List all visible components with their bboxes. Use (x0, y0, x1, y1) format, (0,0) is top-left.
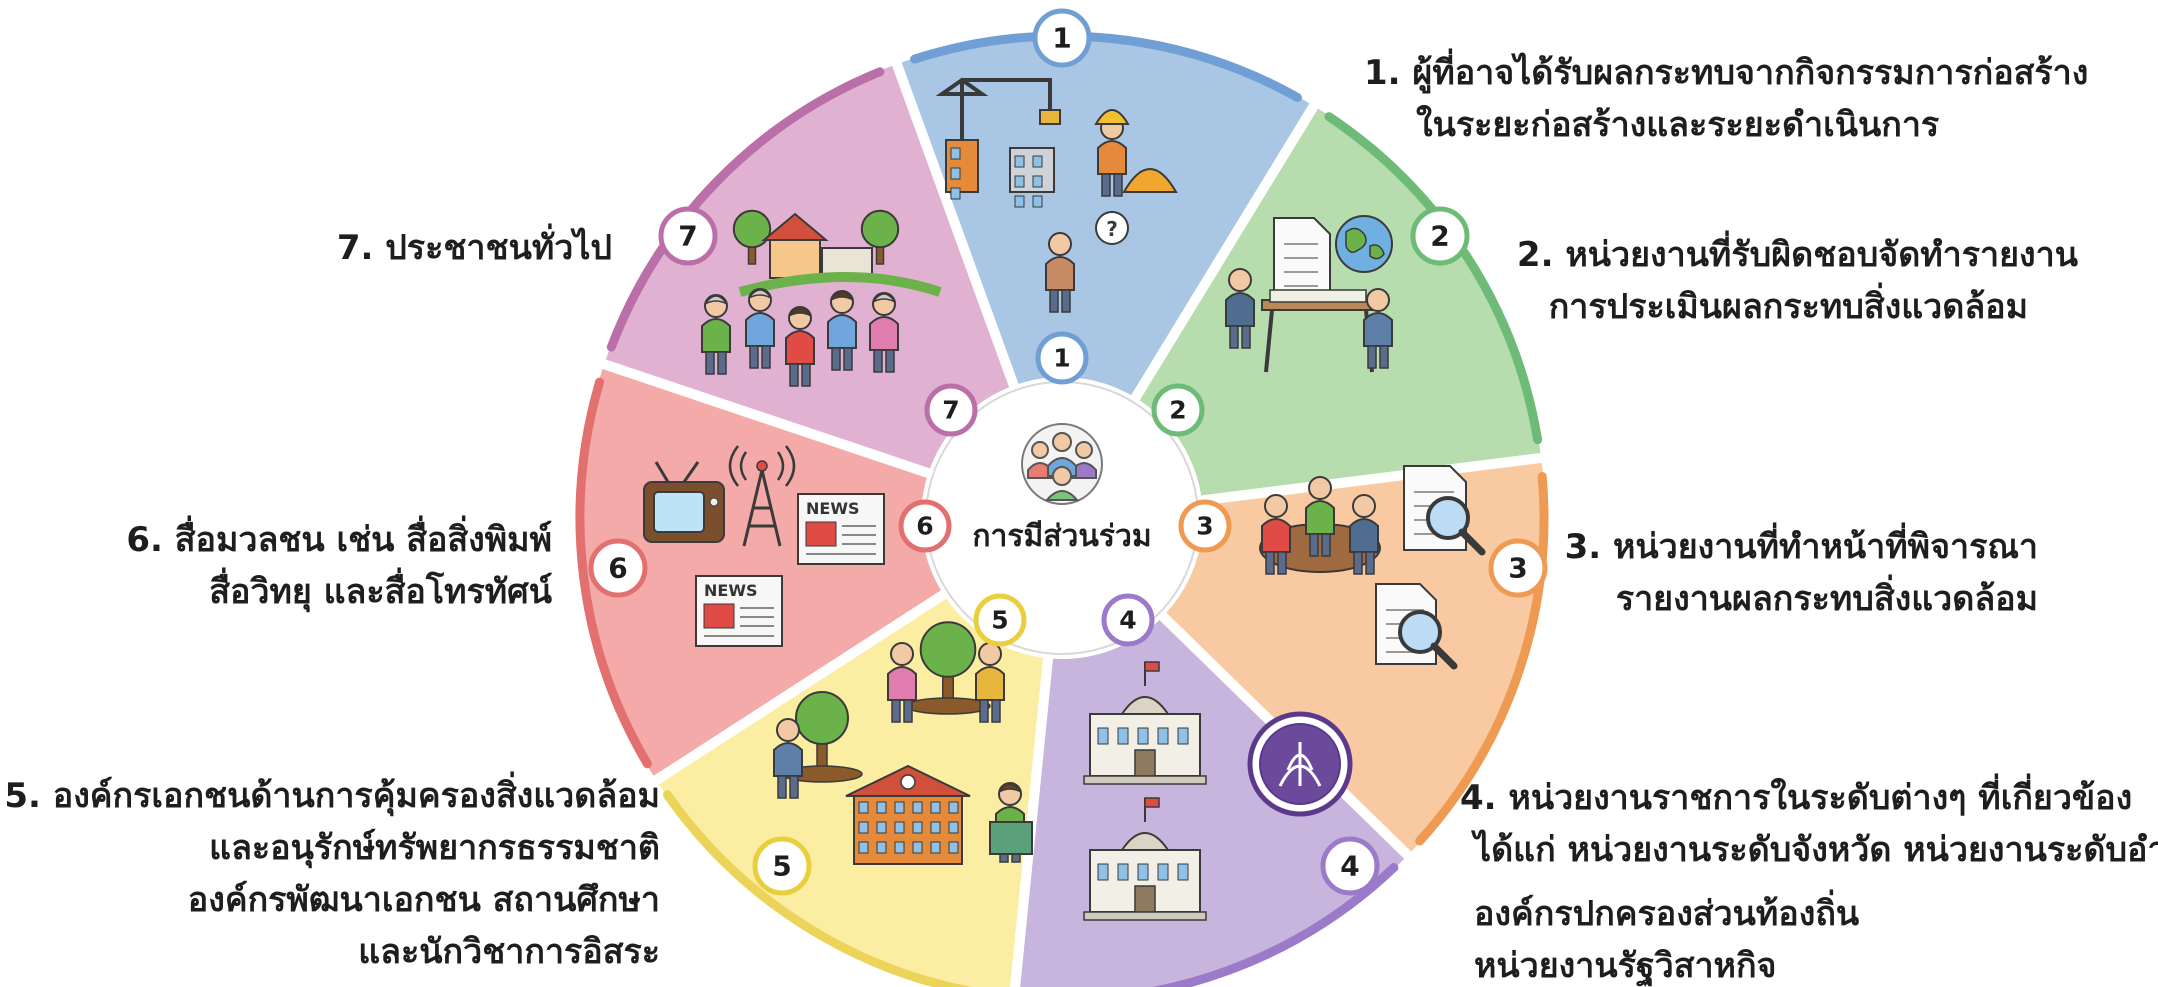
newspaper-icon: NEWS (695, 575, 783, 647)
segment-3-rim (1415, 471, 1549, 846)
svg-text:4: 4 (1119, 606, 1136, 635)
label-line: สื่อวิทยุ และสื่อโทรทัศน์ (209, 572, 552, 612)
segment-1-label: 1. ผู้ที่อาจได้รับผลกระทบจากกิจกรรมการก่… (1364, 47, 2088, 151)
svg-text:7: 7 (942, 396, 959, 425)
school-icon (845, 764, 971, 865)
label-line: 6. สื่อมวลชน เช่น สื่อสิ่งพิมพ์ (126, 520, 552, 560)
label-line: 3. หน่วยงานที่ทำหน้าที่พิจารณา (1564, 527, 2038, 567)
icon-layer: ? NEWS NEWS (643, 77, 1486, 921)
inner-badge-4: 4 (1101, 593, 1155, 647)
svg-text:?: ? (1106, 217, 1118, 241)
construction-worker-icon (1094, 109, 1130, 197)
svg-text:1: 1 (1053, 344, 1070, 373)
segment-2-rim (1324, 112, 1543, 445)
hard-hat-icon (1122, 168, 1178, 193)
segment-5-label: 5. องค์กรเอกชนด้านการคุ้มครองสิ่งแวดล้อม… (4, 770, 660, 978)
family-group-icon (701, 288, 899, 387)
construction-crane-icon (935, 77, 1061, 190)
label-line: รายงานผลกระทบสิ่งแวดล้อม (1615, 579, 2038, 619)
inner-badge-5: 5 (973, 593, 1027, 647)
segment-4-rim (1151, 863, 1399, 987)
outer-badge-6: 6 (588, 538, 648, 598)
outer-badge-7: 7 (658, 206, 718, 266)
outer-badge-5: 5 (752, 836, 812, 896)
segment-1-rim (910, 31, 1302, 102)
svg-text:5: 5 (772, 850, 791, 883)
inner-badge-7: 7 (924, 383, 978, 437)
document-search-icon (1403, 465, 1486, 556)
report-document-icon (1273, 217, 1331, 293)
segment-6-label: 6. สื่อมวลชน เช่น สื่อสิ่งพิมพ์ สื่อวิทย… (126, 514, 552, 618)
government-seal-icon (1247, 711, 1353, 817)
document-search-icon (1375, 583, 1458, 670)
newspaper-icon: NEWS (797, 493, 885, 565)
inner-badge-6: 6 (898, 499, 952, 553)
tree-planting-icon (773, 691, 863, 799)
svg-text:4: 4 (1340, 850, 1359, 883)
segment-4-label: 4. หน่วยงานราชการในระดับต่างๆ ที่เกี่ยวข… (1460, 772, 2158, 987)
planning-meeting-icon (1225, 268, 1393, 373)
label-line: องค์กรปกครองส่วนท้องถิ่น (1474, 894, 1860, 934)
segment-3-label: 3. หน่วยงานที่ทำหน้าที่พิจารณา รายงานผลก… (1565, 521, 2038, 625)
inner-badge-3: 3 (1178, 499, 1232, 553)
svg-text:3: 3 (1508, 552, 1527, 585)
svg-text:2: 2 (1169, 396, 1186, 425)
segment-2-label: 2. หน่วยงานที่รับผิดชอบจัดทำรายงาน การปร… (1517, 229, 2078, 333)
outer-badge-3: 3 (1488, 538, 1548, 598)
label-line: 2. หน่วยงานที่รับผิดชอบจัดทำรายงาน (1516, 235, 2078, 275)
segment-7-rim (606, 67, 885, 352)
outer-badge-4: 4 (1320, 836, 1380, 896)
confused-person-icon: ? (1045, 211, 1129, 313)
svg-text:2: 2 (1430, 220, 1449, 253)
label-line: ในระยะก่อสร้างและระยะดำเนินการ (1416, 105, 1940, 145)
globe-icon (1335, 215, 1393, 273)
label-line: และอนุรักษ์ทรัพยากรธรรมชาติ (209, 828, 660, 868)
label-line: หน่วยงานรัฐวิสาหกิจ (1474, 946, 1777, 986)
house-icon (732, 209, 942, 297)
label-line: 1. ผู้ที่อาจได้รับผลกระทบจากกิจกรรมการก่… (1364, 53, 2089, 93)
segment-7-label: 7. ประชาชนทั่วไป (337, 222, 612, 274)
svg-text:1: 1 (1052, 22, 1071, 55)
center-title: การมีส่วนร่วม (972, 519, 1151, 554)
meeting-table-icon (1259, 476, 1381, 575)
segment-6-rim (575, 377, 652, 769)
inner-badge-1: 1 (1035, 331, 1089, 385)
svg-text:6: 6 (916, 512, 933, 541)
government-building-icon (1083, 797, 1207, 921)
outer-badge-1: 1 (1032, 8, 1092, 68)
badge-layer: 1 1 2 2 3 3 4 4 5 5 6 6 7 7 (588, 8, 1548, 896)
label-line: การประเมินผลกระทบสิ่งแวดล้อม (1548, 287, 2028, 327)
svg-text:5: 5 (991, 606, 1008, 635)
segment-5-rim (662, 790, 973, 987)
label-line: 4. หน่วยงานราชการในระดับต่างๆ ที่เกี่ยวข… (1460, 778, 2133, 818)
inner-badge-2: 2 (1151, 383, 1205, 437)
label-line: 5. องค์กรเอกชนด้านการคุ้มครองสิ่งแวดล้อม (4, 776, 660, 816)
factory-icon (945, 139, 1055, 208)
svg-text:3: 3 (1196, 512, 1213, 541)
student-reading-icon (989, 782, 1033, 863)
news-label: NEWS (704, 581, 758, 600)
radio-tower-icon (728, 445, 796, 547)
news-label: NEWS (806, 499, 860, 518)
label-line: 7. ประชาชนทั่วไป (336, 228, 612, 268)
tree-planting-icon (887, 621, 1005, 723)
people-participation-icon (1021, 423, 1103, 505)
svg-text:6: 6 (608, 552, 627, 585)
television-icon (643, 461, 725, 543)
svg-text:7: 7 (678, 220, 697, 253)
outer-badge-2: 2 (1410, 206, 1470, 266)
label-line: และนักวิชาการอิสระ (358, 932, 660, 972)
government-building-icon (1083, 661, 1207, 785)
label-line: องค์กรพัฒนาเอกชน สถานศึกษา (187, 880, 660, 920)
label-line: ได้แก่ หน่วยงานระดับจังหวัด หน่วยงานระดั… (1474, 830, 2158, 870)
